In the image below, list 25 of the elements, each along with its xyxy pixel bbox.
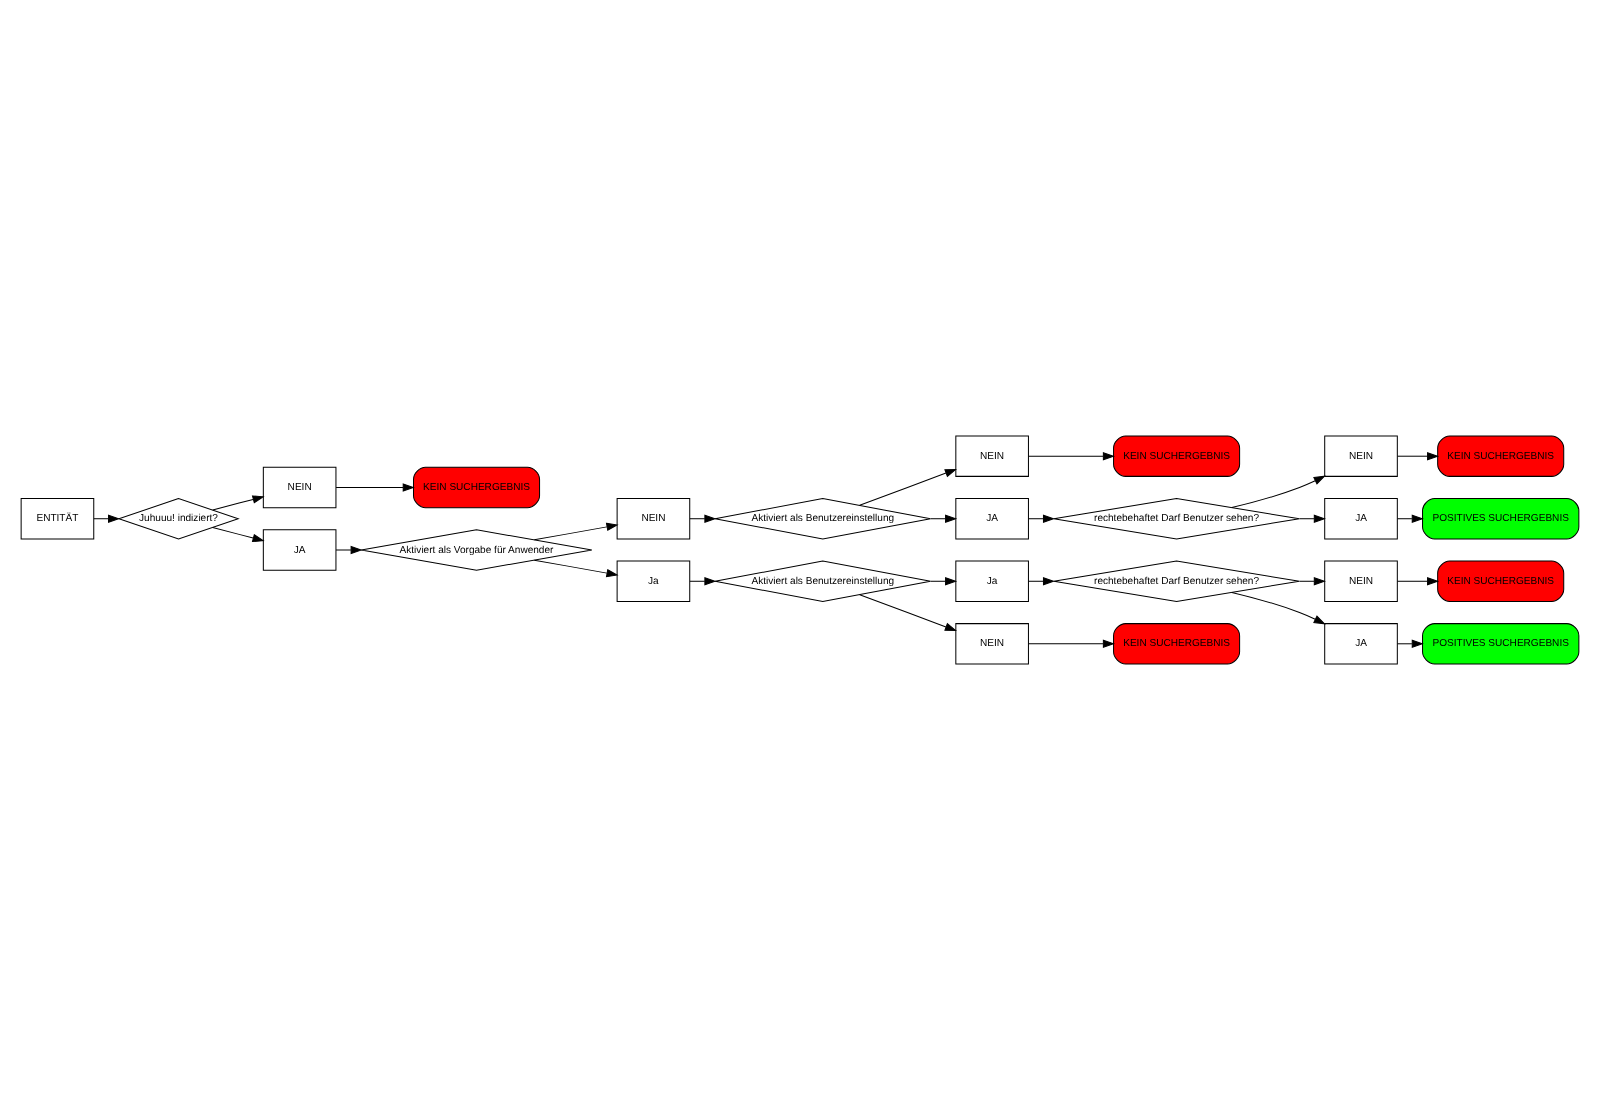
arrow: [212, 495, 265, 511]
arrow: [93, 514, 121, 523]
arrow: [1299, 514, 1326, 523]
arrow: [1028, 577, 1056, 586]
arrow: [1028, 451, 1115, 461]
arrow: [335, 545, 363, 555]
arrow: [1396, 577, 1440, 586]
arrow: [1231, 475, 1326, 509]
arrow: [1299, 577, 1326, 586]
arrow: [689, 577, 717, 586]
arrow: [1396, 514, 1424, 523]
arrow: [533, 559, 619, 578]
arrow: [1396, 639, 1424, 649]
arrow: [859, 468, 957, 506]
arrow: [1028, 514, 1056, 523]
arrow: [1028, 639, 1115, 649]
arrow: [930, 577, 958, 586]
arrow: [1396, 451, 1440, 461]
arrow: [212, 526, 265, 543]
arrow: [1231, 591, 1326, 625]
arrow: [859, 594, 957, 632]
arrow: [335, 483, 415, 492]
arrow: [533, 522, 619, 541]
arrow: [930, 514, 958, 523]
arrow: [689, 514, 717, 523]
